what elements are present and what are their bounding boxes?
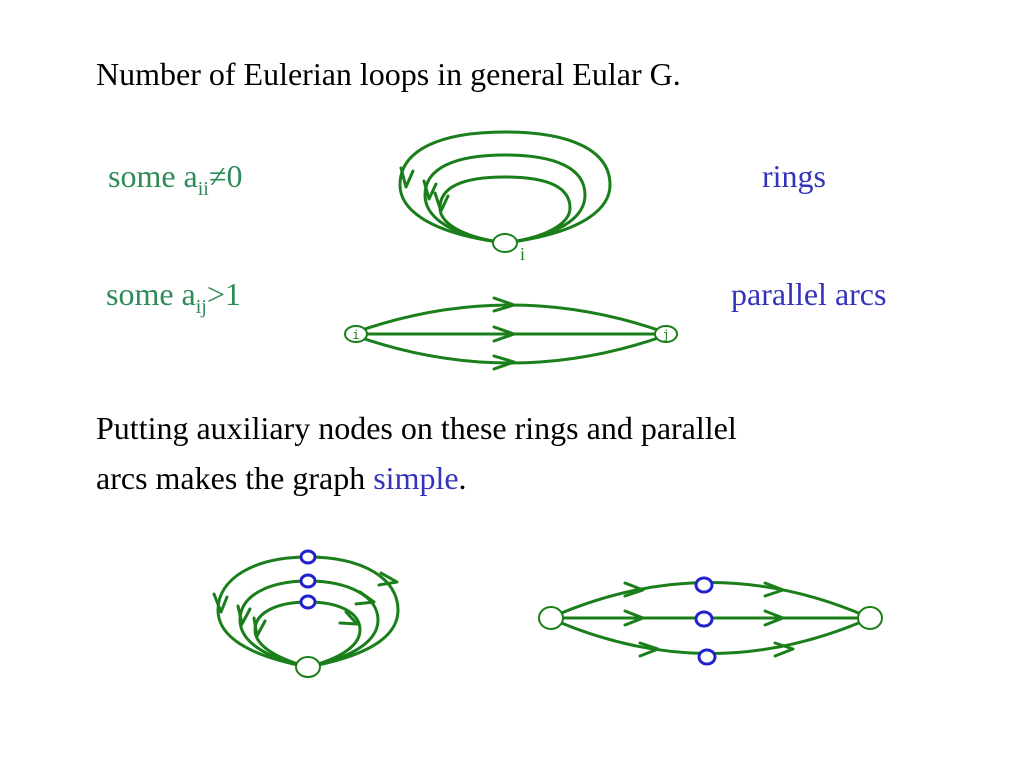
case2-subscript: ij (195, 296, 207, 318)
rings-with-aux-diagram (212, 555, 400, 669)
rings-diagram (398, 130, 612, 245)
aux-node-ring-outer (299, 549, 317, 565)
arc-straight-arrow (492, 325, 516, 343)
aux-ring-inner-arrow-right (338, 610, 359, 626)
aux-arc-upper-arrow-1 (623, 581, 645, 598)
aux-arc-upper-arrow-2 (763, 581, 785, 598)
slide-title: Number of Eulerian loops in general Eula… (96, 56, 681, 92)
ring-middle (423, 153, 587, 245)
ring-node-label: i (520, 244, 525, 264)
explanation-line-2-prefix: arcs makes the graph (96, 460, 374, 496)
ring-outer (398, 130, 612, 245)
aux-node-arc-straight (694, 610, 714, 628)
case2-suffix: >1 (206, 276, 241, 312)
explanation-line-1: Putting auxiliary nodes on these rings a… (96, 410, 737, 446)
explanation-line-2-suffix: . (458, 460, 467, 496)
arc-start-label: i (352, 328, 359, 342)
aux-node-ring-inner (299, 594, 317, 610)
case-multi-arcs-label: some aij>1 (106, 276, 241, 317)
aux-arc-lower-arrow-2 (773, 641, 795, 658)
arc-upper (354, 303, 666, 334)
case1-subscript: ii (197, 178, 209, 200)
aux-ring-middle-arrow-right (354, 590, 376, 606)
aux-ring-base-node (295, 656, 321, 678)
aux-node-arc-upper (694, 576, 714, 594)
aux-arc-lower-arrow-1 (638, 641, 660, 658)
aux-ring-middle-arrow-left (236, 604, 252, 626)
aux-arc-start-node (538, 606, 564, 630)
case1-suffix: ≠0 (208, 158, 243, 194)
ring-outer-arrow (399, 166, 415, 189)
ring-middle-arrow (422, 179, 438, 201)
ring-node-i (492, 233, 518, 253)
arc-lower-arrow (492, 354, 516, 371)
aux-ring-outer-arrow-right (377, 571, 399, 587)
ring-inner-arrow (433, 191, 450, 213)
arc-node-i (344, 325, 368, 343)
arc-upper-arrow (492, 296, 516, 313)
arc-node-j (654, 325, 678, 343)
parallel-arcs-tag: parallel arcs (731, 276, 887, 312)
parallel-arcs-diagram (354, 296, 666, 371)
aux-node-ring-middle (299, 573, 317, 589)
rings-tag: rings (762, 158, 826, 194)
case-self-loops-label: some aii≠0 (108, 158, 243, 199)
case2-prefix: some a (106, 276, 196, 312)
arc-lower (354, 334, 666, 365)
aux-ring-inner-arrow-left (252, 616, 267, 638)
arc-end-label: j (662, 328, 669, 342)
aux-ring-outer-arrow-left (212, 592, 229, 614)
explanation-line-2: arcs makes the graph simple. (96, 462, 467, 494)
aux-arc-end-node (857, 606, 883, 630)
simple-highlight: simple (373, 460, 459, 496)
aux-arc-straight-arrow-2 (763, 609, 785, 627)
aux-node-arc-lower (697, 648, 717, 666)
case1-prefix: some a (108, 158, 198, 194)
ring-inner (438, 175, 572, 245)
aux-arc-straight-arrow-1 (623, 609, 645, 627)
